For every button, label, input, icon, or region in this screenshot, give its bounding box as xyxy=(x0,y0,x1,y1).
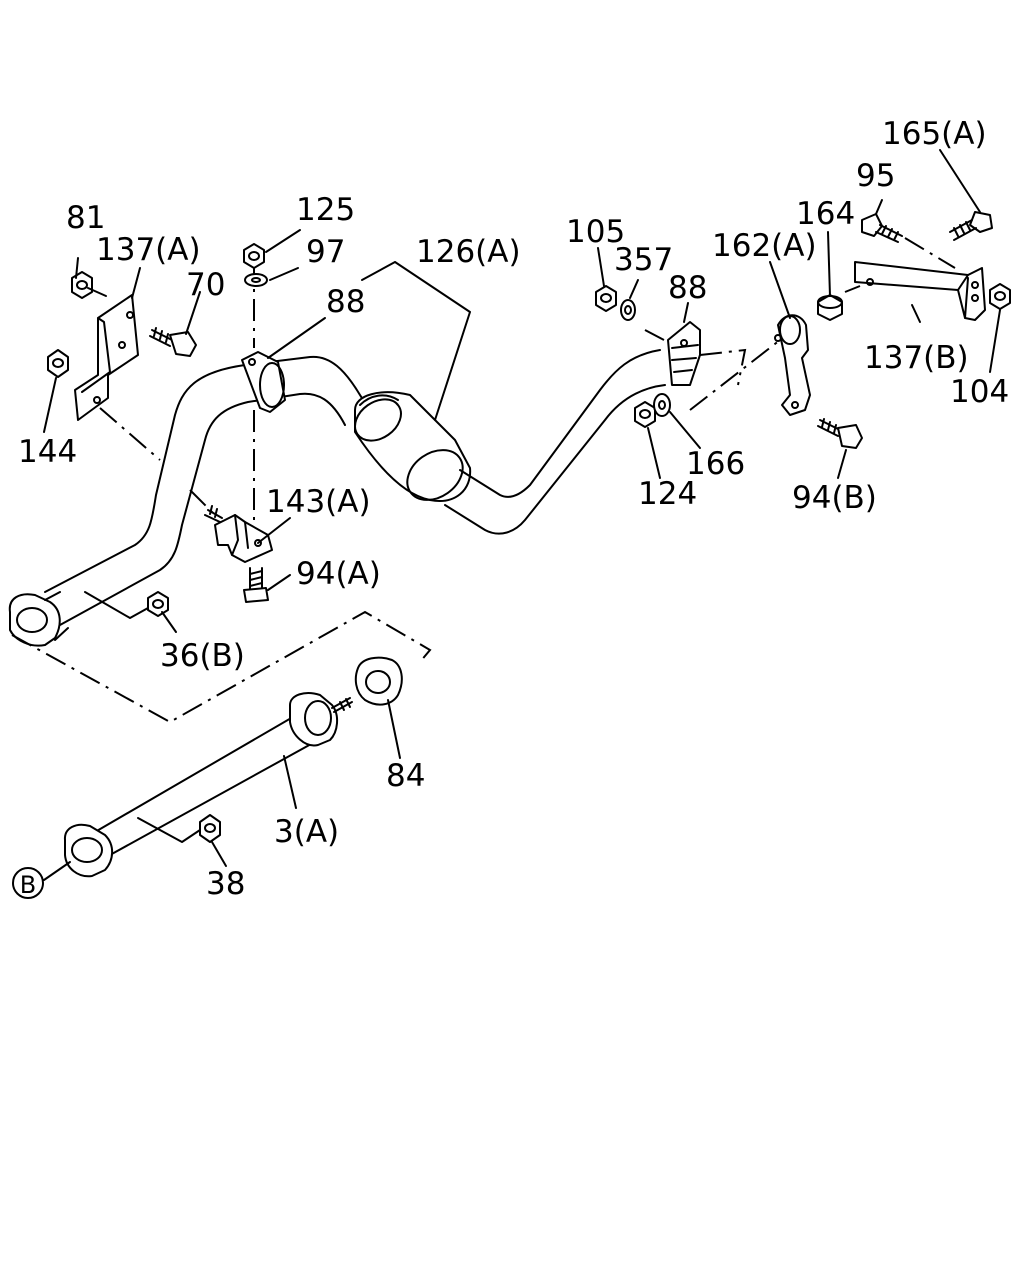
label-143a: 143(A) xyxy=(266,484,371,520)
bolt-94b xyxy=(817,418,863,449)
label-36b: 36(B) xyxy=(160,638,245,674)
label-164: 164 xyxy=(796,196,855,232)
label-166: 166 xyxy=(686,446,745,482)
washer-357 xyxy=(620,299,636,321)
bolt-94a xyxy=(243,567,269,603)
nut-124 xyxy=(634,401,656,428)
label-97: 97 xyxy=(306,234,345,270)
washer-97 xyxy=(244,273,268,287)
label-94b: 94(B) xyxy=(792,480,877,516)
nut-125 xyxy=(243,243,265,269)
nut-36b xyxy=(84,591,169,619)
label-95: 95 xyxy=(856,158,895,194)
label-137b: 137(B) xyxy=(864,340,969,376)
label-81: 81 xyxy=(66,200,105,236)
label-38: 38 xyxy=(206,866,245,902)
label-94a: 94(A) xyxy=(296,556,381,592)
hanger-bracket-162a xyxy=(774,314,811,416)
bolt-95 xyxy=(861,213,903,243)
label-88-right: 88 xyxy=(668,270,707,306)
front-pipe-3a xyxy=(63,692,353,878)
leader-lines xyxy=(43,149,1001,881)
label-84: 84 xyxy=(386,758,425,794)
label-162a: 162(A) xyxy=(712,228,817,264)
label-125: 125 xyxy=(296,192,355,228)
nut-104 xyxy=(989,283,1011,310)
nut-38 xyxy=(137,814,221,843)
label-137a: 137(A) xyxy=(96,232,201,268)
label-144: 144 xyxy=(18,434,77,470)
reference-marker-b: B xyxy=(12,867,44,899)
reference-marker-b-text: B xyxy=(20,871,36,899)
label-357: 357 xyxy=(614,242,673,278)
gasket-84 xyxy=(354,656,403,706)
part-labels: 165(A) 95 164 125 97 126(A) 105 357 88 1… xyxy=(18,116,1009,902)
label-165a: 165(A) xyxy=(882,116,987,152)
label-70: 70 xyxy=(186,267,225,303)
bolt-165a xyxy=(949,211,993,241)
exhaust-pipe-assembly xyxy=(44,321,701,626)
bracket-137a xyxy=(74,294,139,421)
washer-166 xyxy=(653,393,671,417)
label-3a: 3(A) xyxy=(274,814,339,850)
rubber-hanger-143a xyxy=(204,505,273,563)
collar-164 xyxy=(817,294,843,321)
nut-105 xyxy=(595,285,617,312)
label-126a: 126(A) xyxy=(416,234,521,270)
label-104: 104 xyxy=(950,374,1009,410)
label-88-left: 88 xyxy=(326,284,365,320)
bracket-137b xyxy=(854,261,986,321)
nut-144 xyxy=(47,349,69,378)
nut-81 xyxy=(71,271,93,299)
label-105: 105 xyxy=(566,214,625,250)
bolt-70 xyxy=(149,327,197,357)
upper-pipe-flange xyxy=(8,591,69,647)
label-124: 124 xyxy=(638,476,697,512)
